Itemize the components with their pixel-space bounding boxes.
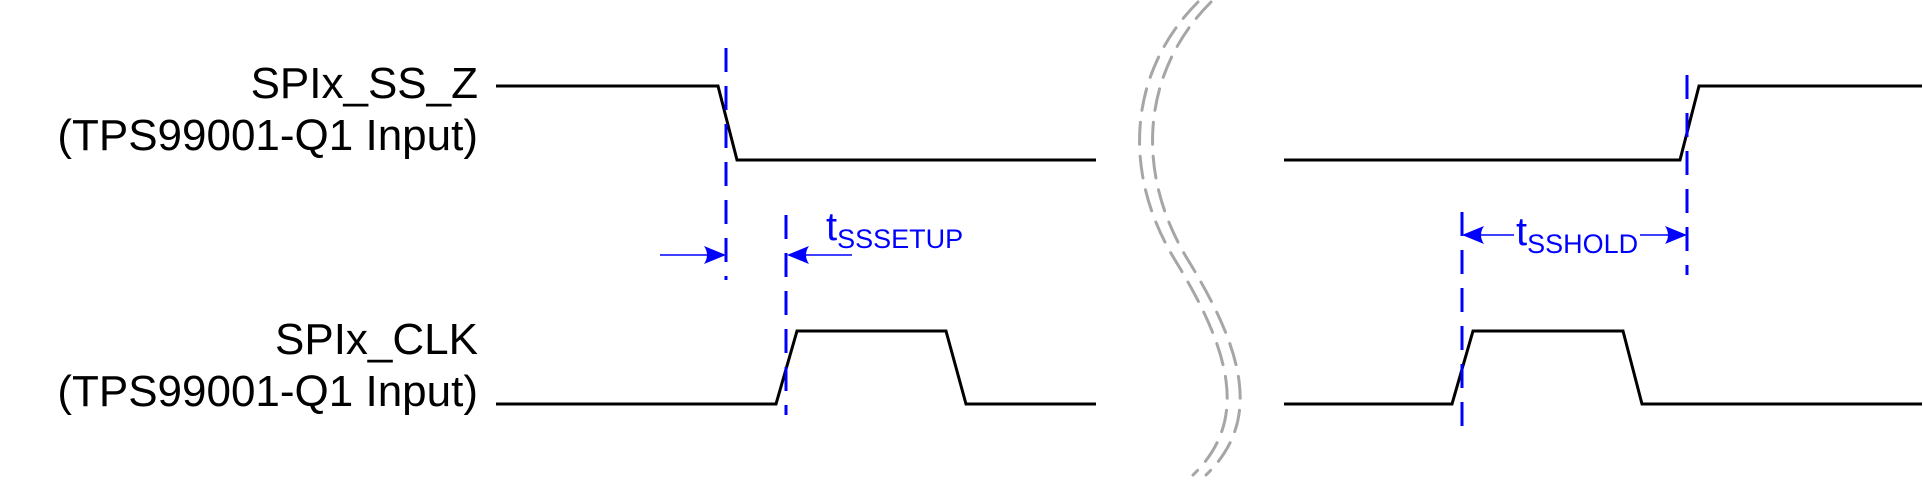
hold-time-label: tSSHOLD xyxy=(1514,210,1641,259)
ss-z-waveform-right xyxy=(1284,84,1922,162)
ss-z-signal-subtitle: (TPS99001-Q1 Input) xyxy=(57,111,478,160)
clk-waveform-left xyxy=(496,329,1096,406)
clk-signal-label: SPIx_CLK (TPS99001-Q1 Input) xyxy=(57,314,478,418)
ss-z-waveform-left xyxy=(496,84,1096,162)
ss-z-signal-label: SPIx_SS_Z (TPS99001-Q1 Input) xyxy=(57,58,478,162)
setup-time-prefix: t xyxy=(826,205,838,249)
ss-z-signal-name: SPIx_SS_Z xyxy=(250,59,478,108)
hold-time-subscript: SSHOLD xyxy=(1527,229,1639,259)
clk-signal-name: SPIx_CLK xyxy=(275,315,478,364)
setup-time-label: tSSSETUP xyxy=(826,205,963,254)
setup-time-subscript: SSSETUP xyxy=(837,224,964,254)
clk-signal-subtitle: (TPS99001-Q1 Input) xyxy=(57,367,478,416)
hold-time-prefix: t xyxy=(1516,210,1528,254)
time-break-icon xyxy=(1138,0,1242,477)
clk-waveform-right xyxy=(1284,329,1922,406)
